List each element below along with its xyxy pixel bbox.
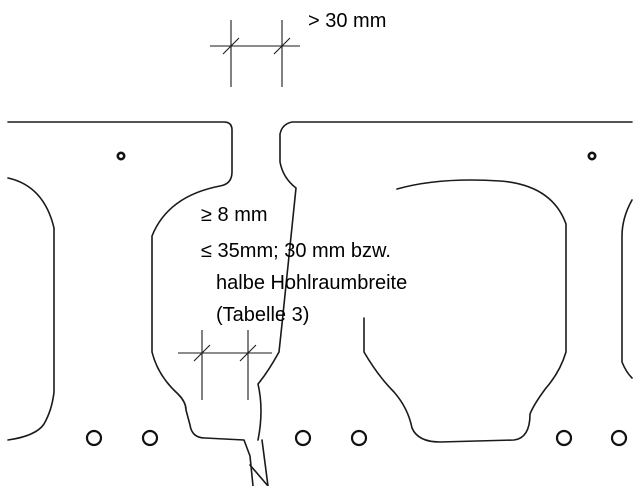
lower-dimension-marks bbox=[178, 330, 272, 400]
min-thickness-label: ≥ 8 mm bbox=[201, 204, 268, 226]
bottom-hole-5 bbox=[555, 429, 573, 447]
max-thickness-label-line2: halbe Hohlraumbreite bbox=[216, 272, 408, 294]
lower-joint-line bbox=[249, 439, 269, 486]
top-tick-right bbox=[273, 37, 291, 55]
max-thickness-label-line3: (Tabelle 3) bbox=[216, 304, 310, 326]
top-dimension-marks bbox=[210, 20, 300, 87]
bottom-hole-4 bbox=[350, 429, 368, 447]
left-profile-outline bbox=[7, 121, 254, 486]
left-cavity-outline bbox=[7, 177, 55, 441]
top-dimension-label: > 30 mm bbox=[308, 10, 387, 32]
lower-tick-right bbox=[239, 344, 257, 362]
top-tick-left bbox=[222, 37, 240, 55]
max-thickness-label-line1: ≤ 35mm; 30 mm bzw. bbox=[201, 240, 391, 262]
far-right-cavity-edge bbox=[621, 199, 633, 379]
bottom-hole-1 bbox=[85, 429, 103, 447]
bottom-hole-3 bbox=[294, 429, 312, 447]
small-hole-left bbox=[116, 151, 126, 161]
right-profile-outline bbox=[257, 121, 633, 441]
lower-tick-left bbox=[193, 344, 211, 362]
right-cavity-outline bbox=[363, 179, 567, 443]
small-hole-right bbox=[587, 151, 597, 161]
bottom-hole-6 bbox=[610, 429, 628, 447]
bottom-hole-2 bbox=[141, 429, 159, 447]
